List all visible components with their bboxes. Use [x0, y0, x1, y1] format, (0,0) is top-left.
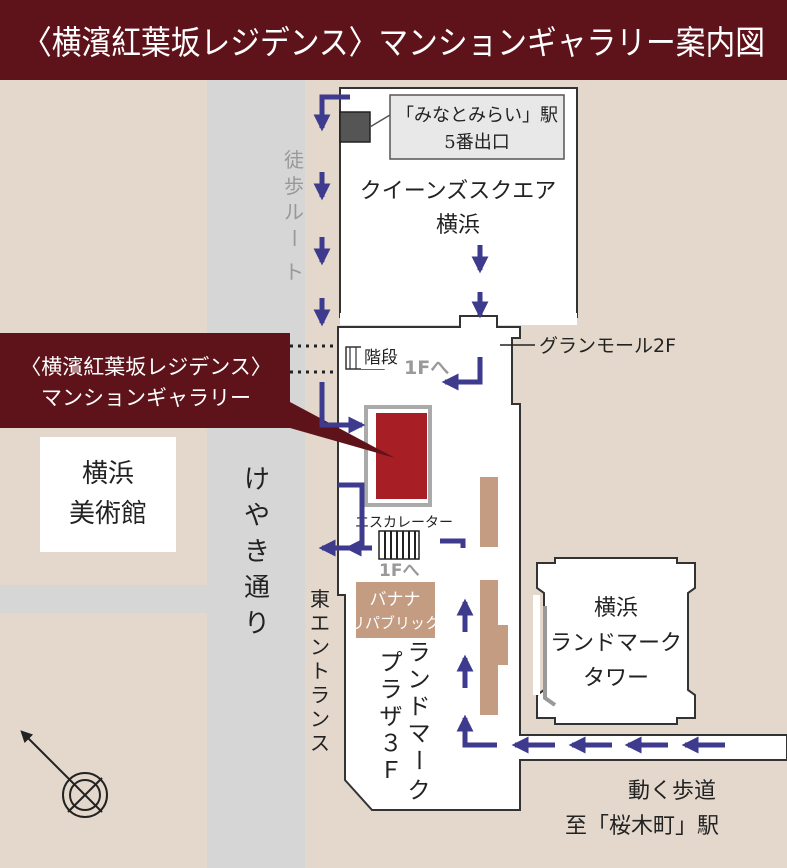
svg-text:ス: ス [310, 731, 330, 755]
svg-text:ー: ー [282, 228, 306, 248]
compass-north-arrow-icon [20, 730, 108, 818]
svg-text:ル: ル [284, 200, 304, 224]
east-entrance-label: 東 エ ン ト ラ ン ス [310, 587, 330, 755]
gallery-callout-title: 〈横濱紅葉坂レジデンス〉 [20, 355, 272, 379]
queens-square-label-2: 横浜 [436, 213, 480, 238]
yokohama-museum-building [40, 437, 176, 552]
route-arrow [313, 94, 350, 132]
station-exit-name: 「みなとみらい」駅 [396, 105, 558, 126]
route-arrow-escalator [440, 538, 466, 548]
svg-text:ド: ド [408, 694, 431, 720]
svg-text:歩: 歩 [284, 174, 304, 198]
to-1f-lower-label: 1Fへ [379, 561, 419, 581]
svg-text:り: り [244, 609, 270, 639]
sakuragicho-label: 至「桜木町」駅 [565, 814, 719, 839]
museum-label-2: 美術館 [69, 499, 147, 529]
keyaki-street-label: け や き 通 り [244, 465, 270, 639]
svg-text:や: や [244, 501, 270, 531]
banana-republic-label-2: リパブリック [350, 614, 440, 632]
stairs-label: 階段 [364, 348, 398, 368]
svg-text:ラ: ラ [408, 640, 431, 666]
banana-republic-store [356, 582, 435, 638]
gallery-callout-subtitle: マンションギャラリー [41, 386, 251, 410]
svg-text:ザ: ザ [380, 704, 403, 730]
station-exit-number: 5番出口 [444, 132, 509, 153]
svg-text:ト: ト [284, 260, 304, 284]
landmark-tower-label: 横浜 [594, 596, 638, 621]
gran-mall-walkway [337, 315, 787, 811]
escalator-label: エスカレーター [355, 515, 453, 531]
moving-walkway-label: 動く歩道 [628, 779, 716, 804]
banana-republic-label: バナナ [370, 590, 421, 610]
landmark-tower-label-3: タワー [583, 666, 649, 691]
header-bar [0, 0, 787, 80]
svg-text:ン: ン [408, 667, 431, 693]
gran-mall-label: グランモール2F [539, 335, 676, 357]
svg-text:３: ３ [380, 731, 403, 757]
shop-block-1 [480, 477, 498, 547]
svg-text:東: 東 [310, 587, 330, 611]
cross-road [0, 585, 207, 613]
station-exit-label-box [389, 94, 565, 160]
svg-text:通: 通 [244, 573, 270, 603]
keyaki-street-road [207, 80, 305, 868]
svg-text:エ: エ [310, 611, 330, 635]
svg-text:プ: プ [380, 650, 403, 676]
landmark-plaza-label: ラ ン ド マ ー ク プ ラ ザ ３ Ｆ [380, 640, 432, 804]
station-exit-marker [339, 111, 371, 143]
svg-text:ー: ー [405, 749, 431, 772]
shop-block-2 [480, 580, 508, 715]
svg-text:徒: 徒 [284, 148, 304, 172]
page-title: 〈横濱紅葉坂レジデンス〉マンションギャラリー案内図 [22, 23, 765, 62]
gallery-location-marker [376, 413, 427, 499]
museum-label: 横浜 [82, 459, 134, 489]
gallery-outline [364, 405, 432, 507]
walking-route-label: 徒 歩 ル ー ト [282, 148, 306, 284]
svg-text:き: き [244, 537, 270, 567]
svg-text:Ｆ: Ｆ [380, 758, 403, 784]
route-arrow-to-gallery [318, 482, 365, 557]
gallery-callout-pointer [290, 402, 395, 458]
queens-square-label: クイーンズスクエア [360, 179, 556, 204]
route-arrow-stairs [441, 357, 483, 391]
svg-text:ク: ク [408, 778, 431, 804]
landmark-tower-label-2: ランドマーク [550, 631, 682, 656]
svg-text:け: け [244, 465, 270, 495]
to-1f-upper-label: 1Fへ [404, 357, 449, 379]
gallery-callout-box [0, 333, 290, 428]
svg-text:マ: マ [408, 721, 431, 747]
route-arrow [319, 382, 366, 434]
svg-text:ラ: ラ [380, 677, 403, 703]
svg-text:ト: ト [310, 659, 330, 683]
svg-text:ン: ン [310, 707, 330, 731]
svg-text:ラ: ラ [310, 683, 330, 707]
escalator-icon [378, 530, 420, 560]
svg-text:ン: ン [310, 635, 330, 659]
landmark-tower-building [536, 557, 696, 725]
route-arrow [456, 714, 497, 748]
walking-route-arrows [313, 94, 725, 754]
